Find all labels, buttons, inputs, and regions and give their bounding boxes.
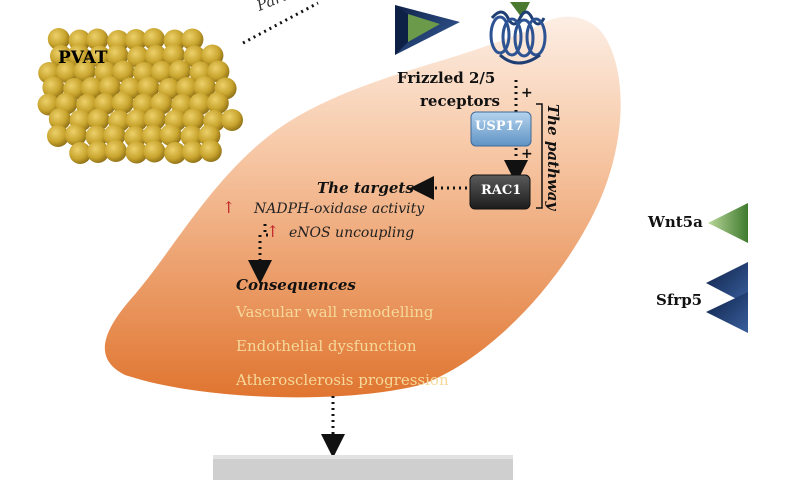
consequence-remodelling: Vascular wall remodelling <box>236 303 434 321</box>
fat-cell <box>104 140 127 162</box>
fat-cell <box>176 77 198 99</box>
fat-cell <box>143 140 166 163</box>
fat-cell <box>69 142 92 164</box>
consequence-atherosclerosis: Atherosclerosis progression <box>236 371 449 389</box>
fat-cell <box>168 60 191 82</box>
fat-cell <box>182 108 205 131</box>
fat-cell <box>151 61 173 83</box>
rac1-label: RAC1 <box>481 183 522 198</box>
consequence-dysfunction: Endothelial dysfunction <box>236 337 417 355</box>
paracrine-dotted-line <box>242 1 319 45</box>
fat-cell <box>42 76 65 99</box>
plus-sign-2: + <box>521 146 533 162</box>
fat-cell <box>221 109 243 131</box>
fat-cell <box>64 124 87 146</box>
target-nadph: NADPH-oxidase activity <box>254 201 425 217</box>
rac1-box <box>469 174 531 210</box>
wnt5a-ligand-icon <box>510 2 530 18</box>
wnt5a-triangle-icon <box>708 203 748 243</box>
fat-cell <box>111 92 134 114</box>
fat-cell <box>182 141 204 163</box>
fat-cell <box>125 29 147 51</box>
bottom-photo-strip <box>213 455 513 480</box>
fat-cell <box>87 141 109 163</box>
up-arrow-2: ↑ <box>266 222 280 241</box>
sfrp5-label: Sfrp5 <box>656 291 703 309</box>
fat-cell <box>98 76 121 98</box>
fat-cell <box>47 28 70 50</box>
target-enos: eNOS uncoupling <box>289 225 415 241</box>
fat-cell <box>125 141 148 164</box>
usp17-label: USP17 <box>475 119 524 134</box>
targets-title: The targets <box>317 179 414 197</box>
fat-cell <box>56 61 78 83</box>
fat-cell <box>142 28 165 50</box>
plus-sign-1: + <box>521 85 533 101</box>
fat-cell <box>48 108 71 130</box>
frizzled-label: Frizzled 2/5 <box>397 69 496 87</box>
fat-cell <box>112 60 135 83</box>
pvat-label: PVAT <box>58 48 108 68</box>
usp17-box <box>470 111 532 147</box>
wnt5a-label: Wnt5a <box>648 213 703 231</box>
fat-cell <box>137 76 160 99</box>
sfrp5-shape-icon <box>706 262 748 333</box>
fat-cell <box>47 125 69 147</box>
fat-cell <box>143 108 166 130</box>
fat-cell <box>207 60 230 83</box>
fat-cell <box>81 77 103 99</box>
ligand-triangle-icon <box>395 5 460 55</box>
up-arrow-1: ↑ <box>222 198 236 217</box>
targets-to-consequences-arrow <box>260 224 272 272</box>
fat-cell <box>181 28 204 51</box>
pathway-bracket <box>536 103 543 209</box>
fat-cell <box>87 108 110 131</box>
fat-cell <box>159 124 182 146</box>
receptors-label: receptors <box>420 92 500 110</box>
fat-cell <box>193 76 216 98</box>
fat-cell <box>164 142 187 164</box>
fat-cell <box>199 140 222 162</box>
fat-cell <box>126 109 148 131</box>
fat-cell <box>86 28 109 51</box>
fat-cell <box>206 92 229 114</box>
fat-cell <box>73 60 96 82</box>
frizzled-receptor-icon <box>489 10 547 65</box>
pvat-fat-cluster <box>37 28 243 164</box>
pathway-label: The pathway <box>544 104 562 211</box>
consequences-title: Consequences <box>236 276 356 294</box>
